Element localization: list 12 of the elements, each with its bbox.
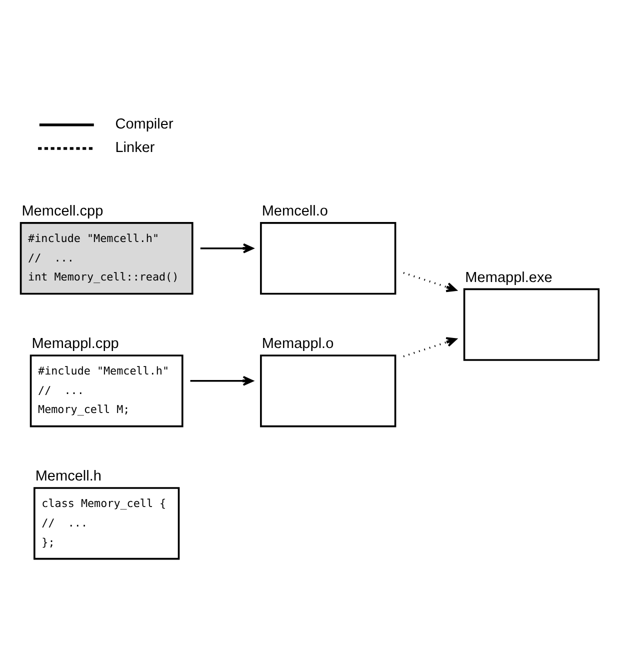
node-label: Memcell.h [35,468,102,484]
node-label: Memappl.cpp [32,336,119,352]
node-label: Memappl.exe [465,269,552,286]
node-label: Memcell.cpp [22,202,104,219]
arrow [190,375,254,386]
arrow [403,336,457,357]
arrow [200,242,254,253]
legend-label: Linker [115,139,155,156]
legend-label: Compiler [115,116,174,132]
node-label: Memappl.o [262,336,334,352]
arrow [403,271,457,292]
node-label: Memcell.o [262,202,328,219]
